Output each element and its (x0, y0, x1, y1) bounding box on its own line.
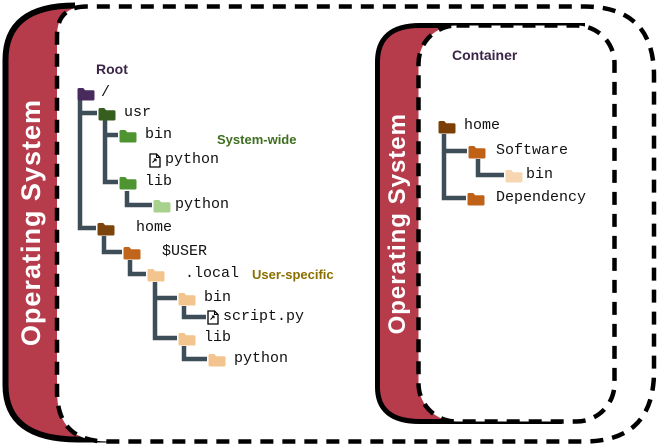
right-os-band-label: Operating System (384, 113, 411, 335)
folder-icon (467, 192, 485, 205)
tree-item-local-lib-python: python (208, 351, 288, 367)
tree-item-usr-bin: bin (119, 127, 172, 143)
folder-icon (438, 120, 456, 133)
left-tree-connectors (77, 100, 207, 362)
tree-item-usr-bin-python: python (149, 152, 219, 168)
file-icon (207, 309, 219, 325)
folder-icon (468, 145, 486, 158)
container-tree-connectors (441, 134, 504, 201)
tree-item-label: bin (204, 289, 232, 306)
tree-item-script-py: script.py (207, 309, 304, 325)
folder-icon (178, 332, 196, 345)
tree-item-label: bin (526, 166, 554, 183)
tree-item-label: python (175, 196, 230, 213)
system-wide-label: System-wide (217, 132, 297, 147)
folder-icon (77, 87, 95, 100)
container-dashed-boundary (416, 23, 617, 424)
tree-item-label: lib (204, 329, 232, 346)
tree-item-label: lib (145, 173, 173, 190)
tree-item-label: / (101, 84, 111, 101)
tree-item-label: home (136, 219, 173, 236)
root-heading: Root (96, 61, 128, 77)
folder-icon (119, 129, 137, 142)
user-specific-label: User-specific (252, 267, 334, 282)
tree-item-user: $USER (123, 244, 207, 260)
left-os-band: Operating System (6, 6, 56, 440)
folder-icon (98, 107, 116, 120)
folder-icon (178, 292, 196, 305)
left-os-band-label: Operating System (15, 99, 46, 347)
container-title: Container (452, 47, 518, 63)
folder-icon (97, 222, 115, 235)
tree-item-local-bin: bin (178, 290, 231, 306)
tree-item-local-lib: lib (178, 330, 231, 346)
tree-item-label: python (165, 151, 220, 168)
tree-item-usr: usr (98, 105, 151, 121)
right-os-band: Operating System (378, 26, 418, 422)
tree-item-label: .local (185, 265, 240, 282)
tree-item-software-bin: bin (505, 167, 553, 183)
tree-item-label: $USER (162, 243, 208, 260)
tree-item-label: usr (124, 104, 152, 121)
tree-item-label: Software (496, 142, 569, 159)
tree-item-container-home: home (438, 118, 500, 134)
folder-icon (123, 246, 141, 259)
tree-item-dot-local: .local (147, 266, 239, 282)
folder-icon (153, 199, 171, 212)
folder-icon (147, 268, 165, 281)
folder-icon (119, 176, 137, 189)
file-icon (149, 152, 161, 168)
tree-item-home: home (97, 220, 172, 236)
folder-icon (208, 353, 226, 366)
tree-item-software: Software (468, 143, 568, 159)
tree-item-label: home (464, 117, 501, 134)
tree-item-dependency: Dependency (467, 190, 586, 206)
tree-item-usr-lib-python: python (153, 197, 229, 213)
tree-item-label: script.py (223, 308, 305, 325)
tree-item-label: Dependency (496, 189, 587, 206)
tree-item-label: bin (145, 126, 173, 143)
tree-item-label: python (234, 350, 289, 367)
tree-item-usr-lib: lib (119, 174, 172, 190)
folder-icon (505, 169, 523, 182)
tree-item-root-slash: / (77, 85, 110, 101)
